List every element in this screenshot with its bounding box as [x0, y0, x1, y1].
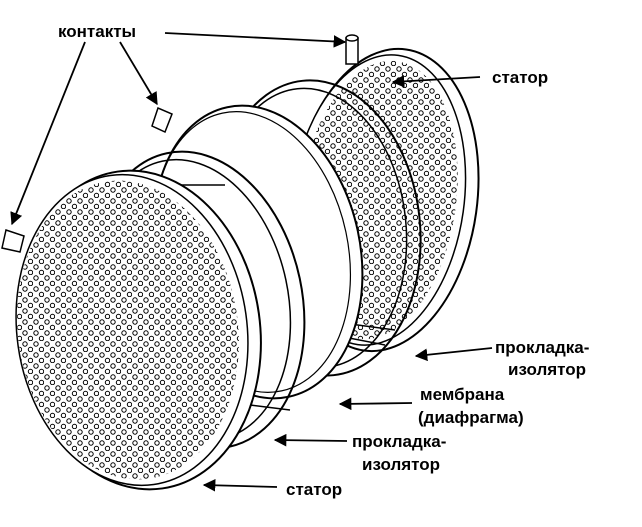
front-stator-contact	[1, 229, 25, 253]
label-spacer-bottom-line1: прокладка-	[352, 432, 447, 451]
membrane-contact	[151, 106, 173, 134]
back-stator-contact	[345, 34, 359, 65]
arrow-spacer-bottom	[273, 433, 348, 447]
arrow-spacer-right	[414, 347, 493, 362]
arrow-contacts-back-stator	[164, 32, 347, 48]
label-stator-top: статор	[492, 68, 549, 87]
arrow-contacts-membrane	[119, 41, 158, 106]
label-spacer-bottom-line2: изолятор	[362, 455, 441, 474]
leader-lines	[10, 32, 493, 492]
label-membrane-line1: мембрана	[420, 385, 505, 404]
label-spacer-right-line2: изолятор	[508, 360, 587, 379]
arrow-stator-top	[391, 75, 481, 88]
arrow-stator-bottom	[202, 479, 278, 492]
label-contacts: контакты	[58, 22, 137, 41]
label-stator-bottom: статор	[286, 480, 343, 499]
arrow-membrane	[338, 397, 413, 411]
arrow-contacts-front-stator	[10, 41, 86, 226]
front-stator	[15, 169, 262, 491]
label-spacer-right-line1: прокладка-	[495, 338, 590, 357]
label-membrane-line2: (диафрагма)	[418, 408, 524, 427]
